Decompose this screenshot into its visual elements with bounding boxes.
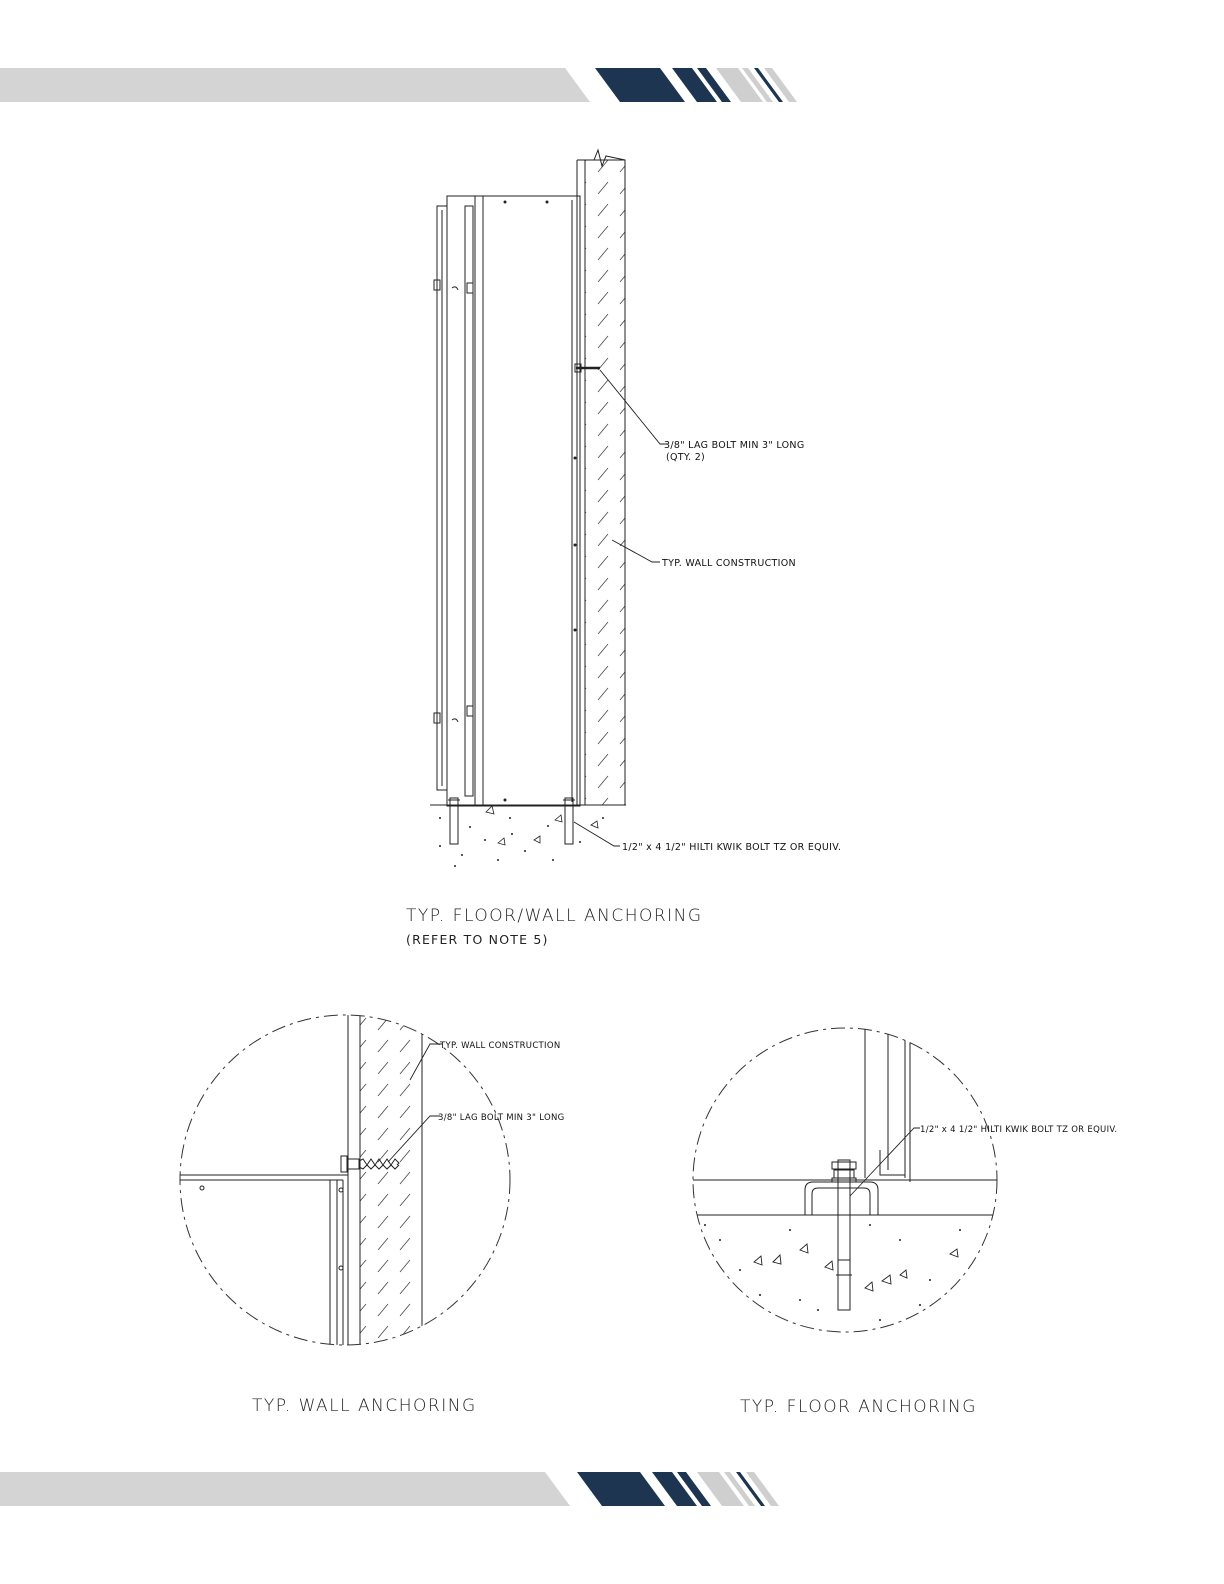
floor-detail-title: TYP. FLOOR ANCHORING <box>740 1397 977 1417</box>
cabinet-enclosure <box>434 196 600 806</box>
footer-band <box>0 1470 1224 1510</box>
main-view-subtitle: (REFER TO NOTE 5) <box>406 932 549 947</box>
anchor-bolt-callout: 1/2" x 4 1/2" HILTI KWIK BOLT TZ OR EQUI… <box>622 842 841 853</box>
lag-bolt-qty-callout: (QTY. 2) <box>666 452 705 463</box>
wall-section <box>577 150 625 805</box>
footer-navy-stripe-1 <box>577 1472 665 1506</box>
wall-detail-title: TYP. WALL ANCHORING <box>252 1396 477 1416</box>
wall-detail-wall-callout: TYP. WALL CONSTRUCTION <box>439 1041 561 1051</box>
footer-gray-bar <box>0 1472 570 1506</box>
main-elevation <box>430 150 668 867</box>
floor-detail-anchor-callout: 1/2" x 4 1/2" HILTI KWIK BOLT TZ OR EQUI… <box>920 1125 1117 1135</box>
wall-construction-callout: TYP. WALL CONSTRUCTION <box>661 558 796 569</box>
wall-detail-lag-callout: 3/8" LAG BOLT MIN 3" LONG <box>438 1113 565 1123</box>
floor-slab <box>430 798 626 867</box>
floor-anchoring-detail <box>690 1020 1000 1332</box>
main-view-title: TYP. FLOOR/WALL ANCHORING <box>406 906 703 926</box>
lag-bolt-callout: 3/8" LAG BOLT MIN 3" LONG <box>664 440 805 451</box>
wall-anchoring-detail <box>180 1010 510 1350</box>
